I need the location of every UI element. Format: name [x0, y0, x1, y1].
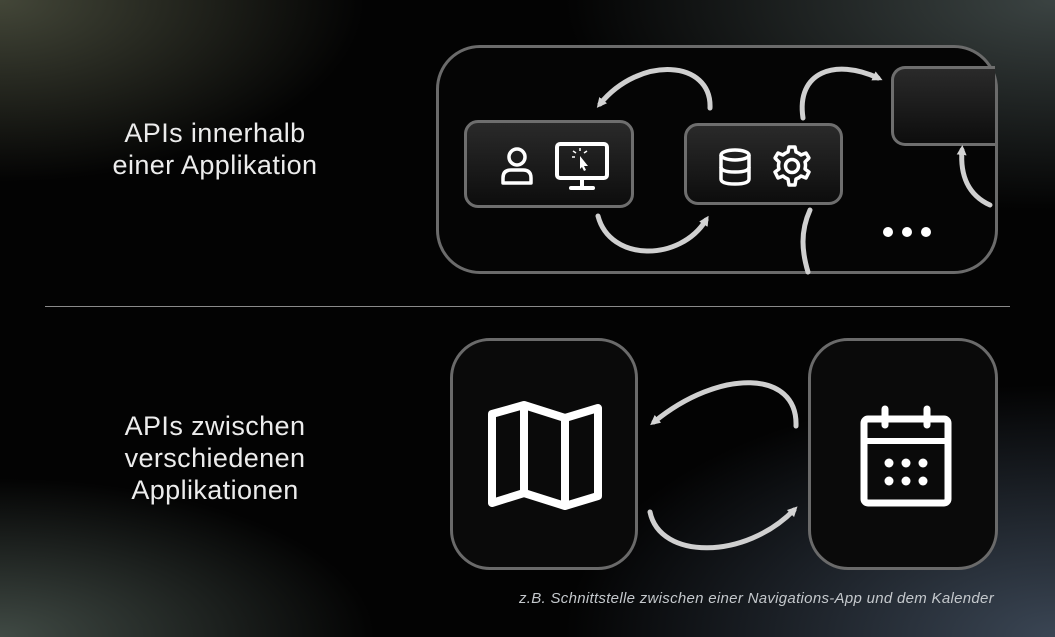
- service-card-partial: [891, 66, 995, 146]
- label-line: APIs innerhalb: [124, 118, 306, 148]
- gear-icon: [773, 145, 811, 187]
- calendar-icon: [860, 405, 952, 507]
- arrow-service-up: [956, 145, 993, 208]
- calendar-app-tile: [808, 338, 998, 570]
- frontend-card: [464, 120, 634, 208]
- arrow-backend-to-service: [799, 66, 883, 121]
- monitor-cursor-icon: [555, 142, 609, 190]
- label-line: einer Applikation: [112, 150, 318, 180]
- arrow-frontend-to-backend: [595, 213, 709, 254]
- navigation-app-tile: [450, 338, 638, 570]
- arrow-map-to-calendar: [647, 506, 798, 551]
- database-icon: [719, 148, 751, 186]
- arrow-calendar-to-map: [650, 380, 799, 429]
- section-label-within-app: APIs innerhalb einer Applikation: [70, 117, 360, 181]
- backend-card: [684, 123, 843, 205]
- example-caption: z.B. Schnittstelle zwischen einer Naviga…: [518, 590, 994, 607]
- map-icon: [488, 401, 602, 510]
- section-label-between-apps: APIs zwischen verschiedenen Applikatione…: [70, 410, 360, 506]
- label-line: verschiedenen: [124, 443, 306, 473]
- user-icon: [501, 147, 533, 185]
- ellipsis-icon: [883, 227, 931, 237]
- label-line: Applikationen: [131, 475, 299, 505]
- arrow-backend-to-frontend: [596, 67, 713, 111]
- section-divider: [45, 306, 1010, 307]
- arrow-backend-down: [800, 207, 813, 275]
- label-line: APIs zwischen: [124, 411, 306, 441]
